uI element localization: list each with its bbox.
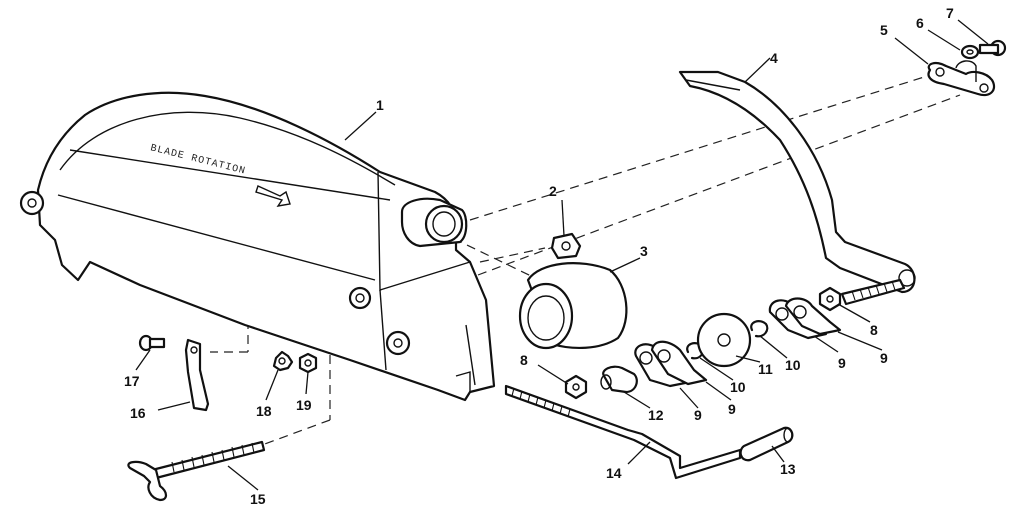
callout-10-b: 10	[730, 379, 746, 395]
callout-13: 13	[780, 461, 796, 477]
leader-lines	[135, 19, 989, 491]
callout-15: 15	[250, 491, 266, 507]
square-nut	[550, 232, 582, 260]
callout-7: 7	[946, 5, 954, 21]
lock-washer	[960, 44, 980, 60]
callout-16: 16	[130, 405, 146, 421]
small-hex-nut	[298, 352, 318, 374]
clamp-bracket	[927, 60, 996, 97]
spacer-disc	[696, 312, 752, 368]
anti-kickback-pawl-4	[784, 297, 842, 336]
callout-8-right: 8	[870, 322, 878, 338]
callout-6: 6	[916, 15, 924, 31]
retaining-ring-2	[750, 320, 769, 338]
callout-12: 12	[648, 407, 664, 423]
callout-4: 4	[770, 50, 778, 66]
callout-2: 2	[549, 183, 557, 199]
callout-9-a: 9	[880, 350, 888, 366]
callout-19: 19	[296, 397, 312, 413]
callout-numbers: 1 2 3 4 5 6 7 8 8 9 9 9 9 10 10 11 12 13…	[124, 5, 954, 507]
callout-14: 14	[606, 465, 622, 481]
callout-3: 3	[640, 243, 648, 259]
anti-kickback-pawl-2	[650, 340, 708, 386]
upper-blade-guard: BLADE ROTATION	[19, 91, 496, 402]
dust-elbow	[518, 262, 628, 350]
support-rod	[504, 384, 742, 480]
wing-bolt	[127, 440, 266, 502]
assembly-lines	[210, 71, 961, 446]
small-screw	[138, 334, 166, 352]
callout-5: 5	[880, 22, 888, 38]
star-lock-washer	[272, 350, 294, 372]
callout-1: 1	[376, 97, 384, 113]
hex-nut-right	[818, 278, 906, 312]
callout-18: 18	[256, 403, 272, 419]
callout-9-c: 9	[728, 401, 736, 417]
callout-9-d: 9	[694, 407, 702, 423]
spacer-sleeve	[600, 365, 638, 394]
callout-9-b: 9	[838, 355, 846, 371]
pan-head-screw	[978, 39, 1007, 57]
callout-8-left: 8	[520, 352, 528, 368]
leaf-spring	[184, 338, 210, 412]
callout-10-a: 10	[785, 357, 801, 373]
callout-11: 11	[758, 361, 773, 377]
support-arm	[678, 70, 916, 294]
rubber-tube	[739, 426, 794, 462]
callout-17: 17	[124, 373, 140, 389]
hex-nut-left	[564, 374, 588, 400]
